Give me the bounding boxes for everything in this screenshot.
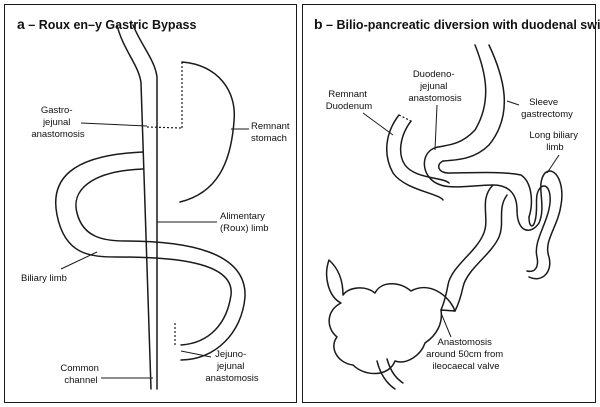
remnant-duodenum-wall-2 bbox=[399, 120, 450, 184]
panel-roux-en-y: a – Roux en–y Gastric Bypass bbox=[4, 4, 297, 403]
label-common-channel: Common channel bbox=[60, 363, 101, 386]
duodenojejunal-loop-inner bbox=[437, 160, 533, 218]
label-long-biliary-limb: Long biliary limb bbox=[529, 130, 580, 153]
gastrojejunal-anastomosis-line bbox=[146, 126, 183, 129]
label-gastrojejunal: Gastro- jejunal anastomosis bbox=[31, 105, 85, 140]
remnant-stomach-shape bbox=[179, 61, 235, 203]
common-limb-outer bbox=[440, 184, 494, 311]
long-biliary-limb-inner bbox=[526, 185, 551, 273]
roux-en-y-diagram: Gastro- jejunal anastomosis Remnant stom… bbox=[21, 24, 292, 390]
panel-a-letter: a bbox=[17, 16, 25, 32]
leader-long-biliary bbox=[546, 154, 560, 174]
long-biliary-limb-outer bbox=[516, 170, 563, 280]
common-limb-inner bbox=[454, 194, 508, 312]
duodenojejunal-loop-outer bbox=[423, 146, 518, 211]
duodenal-switch-diagram: Remnant Duodenum Duodeno- jejunal anasto… bbox=[325, 44, 580, 390]
leader-sleeve bbox=[506, 100, 520, 106]
panel-b-letter: b bbox=[314, 16, 323, 32]
leader-duodenojejunal bbox=[434, 104, 438, 151]
caecum-outline bbox=[325, 259, 456, 375]
biliary-limb-outer bbox=[55, 151, 232, 346]
label-sleeve-gastrectomy: Sleeve gastrectomy bbox=[521, 97, 573, 120]
duodenal-stump-staple bbox=[398, 114, 412, 122]
biliary-limb-inner bbox=[75, 168, 246, 361]
appendix bbox=[376, 358, 404, 390]
sleeve-right-wall bbox=[442, 44, 506, 162]
leader-gastrojejunal bbox=[80, 122, 148, 127]
alimentary-limb-left-wall bbox=[116, 24, 152, 390]
label-remnant-duodenum: Remnant Duodenum bbox=[326, 89, 373, 112]
label-biliary-limb: Biliary limb bbox=[21, 273, 67, 284]
leader-jejunojejunal bbox=[180, 350, 212, 358]
label-jejunojejunal: Jejuno- jejunal anastomosis bbox=[205, 349, 259, 384]
label-remnant-stomach: Remnant stomach bbox=[251, 121, 292, 144]
label-duodenojejunal: Duodeno- jejunal anastomosis bbox=[408, 69, 462, 104]
leader-biliary bbox=[60, 251, 98, 270]
leader-ileal-anastomosis bbox=[440, 312, 452, 338]
panel-duodenal-switch: b – Bilio-pancreatic diversion with duod… bbox=[302, 4, 600, 403]
alimentary-limb-right-wall bbox=[132, 24, 158, 390]
sleeve-left-wall bbox=[437, 44, 487, 148]
panel-b-title: b – Bilio-pancreatic diversion with duod… bbox=[314, 16, 600, 32]
panel-b-title-text: Bilio-pancreatic diversion with duodenal… bbox=[336, 18, 600, 32]
remnant-duodenum-wall-1 bbox=[386, 114, 444, 201]
label-alimentary-limb: Alimentary (Roux) limb bbox=[220, 211, 269, 234]
label-ileal-anastomosis: Anastomosis around 50cm from ileocaecal … bbox=[426, 337, 506, 372]
leader-remnant-duodenum bbox=[362, 112, 394, 136]
